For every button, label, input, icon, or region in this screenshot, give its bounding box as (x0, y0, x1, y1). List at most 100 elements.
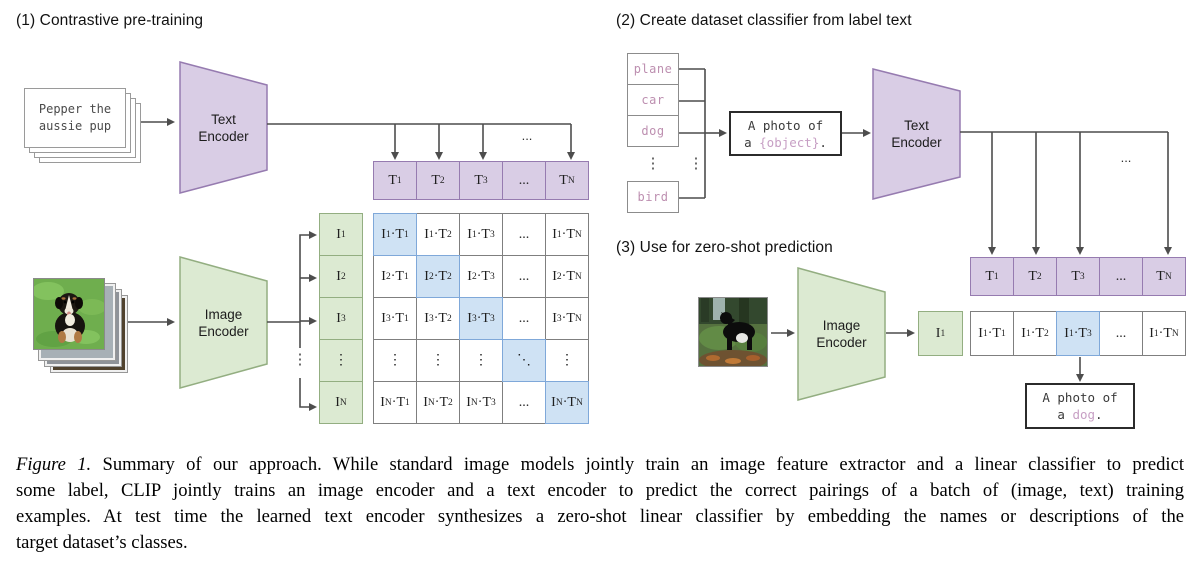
puppy-photo (32, 278, 106, 350)
image-encoder-1-label: Image Encoder (198, 306, 249, 339)
part2-title: (2) Create dataset classifier from label… (616, 12, 912, 29)
image-embedding-cell: ⋮ (319, 339, 363, 382)
class-label-bird: bird (627, 181, 679, 213)
predicted-class: dog (1072, 407, 1096, 422)
image-encoder-2-label: Image Encoder (816, 318, 867, 350)
class-label-list: plane car dog (627, 53, 679, 147)
text-encoder-1-shape (179, 61, 268, 194)
similarity-cell: ⋱ (502, 339, 546, 382)
class-bus-ellipsis: ⋮ (688, 156, 704, 172)
matrix-row: ⋮⋮⋮⋱⋮ (373, 339, 589, 382)
figure-caption: Figure 1. Summary of our approach. While… (16, 452, 1184, 556)
text-encoder-2: Text Encoder (873, 69, 960, 199)
figure-label: Figure 1. (16, 454, 92, 475)
class-label-car: car (627, 84, 679, 116)
part3-title: (3) Use for zero-shot prediction (616, 239, 833, 256)
text-embedding-cell: ... (502, 161, 546, 200)
caption-line: target dataset’s classes. (16, 532, 188, 553)
i-bus-ellipsis: ⋮ (292, 352, 308, 368)
dog-photo-art (699, 298, 767, 370)
caption-line: examples. At test time the learned text … (16, 506, 1184, 527)
class-label-plane: plane (627, 53, 679, 85)
text-embedding-cell: ... (1099, 257, 1143, 296)
similarity-cell: ... (502, 255, 546, 298)
similarity-cell: ... (502, 213, 546, 256)
image-encoder-1: Image Encoder (180, 257, 267, 388)
class-label-dog: dog (627, 115, 679, 147)
puppy-photo-art (32, 279, 106, 349)
caption-line: Figure 1. Summary of our approach. While… (16, 454, 1185, 475)
text-encoder-2-shape (872, 68, 961, 200)
prompt-line-2: a {object}. (744, 134, 827, 150)
similarity-cell: ⋮ (545, 339, 589, 382)
similarity-cell: ... (502, 297, 546, 340)
image-encoder-1-shape (179, 256, 268, 389)
t-row-2-ellipsis: ... (1120, 150, 1132, 165)
similarity-cell: ... (1099, 311, 1143, 356)
similarity-cell: ⋮ (416, 339, 460, 382)
similarity-cell: ... (502, 381, 546, 424)
image-encoder-2: Image Encoder (798, 268, 885, 400)
prompt-line-1: A photo of (747, 117, 824, 133)
result-line-2: a dog. (1057, 407, 1103, 422)
result-line-1: A photo of (1042, 390, 1118, 405)
caption-line: some label, CLIP jointly trains an image… (16, 480, 1184, 501)
text-encoder-1: Text Encoder (180, 62, 267, 193)
class-list-ellipsis: ⋮ (645, 156, 661, 172)
text-input-card: Pepper the aussie pup (24, 88, 126, 148)
text-encoder-1-label: Text Encoder (198, 111, 249, 144)
image-encoder-2-shape (797, 267, 886, 401)
part1-title: (1) Contrastive pre-training (16, 12, 204, 29)
prompt-object-placeholder: {object} (759, 134, 820, 150)
text-encoder-2-label: Text Encoder (891, 118, 942, 150)
prediction-result-box: A photo of a dog. (1025, 383, 1135, 429)
t-row-1-ellipsis: ... (521, 128, 533, 143)
text-input-value: Pepper the aussie pup (38, 102, 112, 133)
prompt-template-box: A photo of a {object}. (729, 111, 842, 156)
dog-photo (698, 297, 768, 370)
